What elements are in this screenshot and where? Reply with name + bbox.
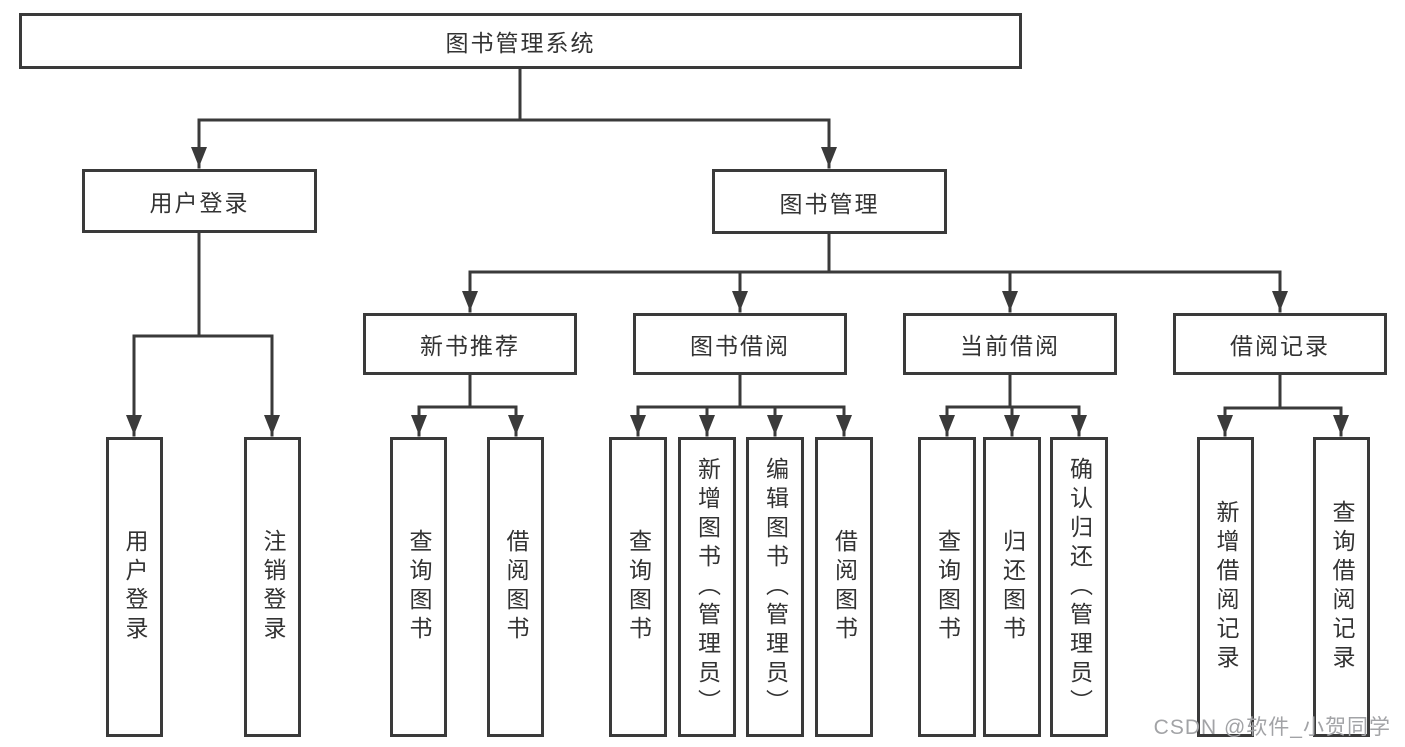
node-label: 借阅图书 (503, 529, 529, 645)
node-label: 图书借阅 (690, 333, 790, 359)
leaf-return-books: 归还图书 (983, 437, 1041, 737)
csdn-watermark: CSDN @软件_小贺同学 (1153, 716, 1391, 739)
connector-book-borrowing-children (630, 373, 852, 437)
node-label: 图书管理系统 (445, 30, 596, 56)
leaf-edit-books-admin: 编辑图书（管理员） (746, 437, 804, 737)
leaf-add-books-admin: 新增图书（管理员） (678, 437, 736, 737)
leaf-user-login: 用户登录 (106, 437, 163, 737)
node-label: 用户登录 (149, 190, 250, 216)
node-label: 用户登录 (122, 529, 148, 645)
node-label: 新增借阅记录 (1213, 500, 1239, 674)
node-label: 确认归还（管理员） (1066, 456, 1093, 718)
node-label: 当前借阅 (960, 333, 1060, 359)
connector-root-to-level2 (191, 67, 837, 169)
node-current-borrowing: 当前借阅 (903, 313, 1117, 375)
connector-borrowing-records-children (1217, 373, 1349, 437)
connector-user-login-children (126, 231, 280, 437)
node-label: 借阅图书 (831, 529, 858, 645)
leaf-borrow-books: 借阅图书 (487, 437, 544, 737)
node-label: 查询借阅记录 (1329, 500, 1355, 674)
node-book-borrowing: 图书借阅 (633, 313, 847, 375)
node-library-management-system: 图书管理系统 (19, 13, 1022, 69)
leaf-query-books-2: 查询图书 (609, 437, 667, 737)
leaf-query-books-3: 查询图书 (918, 437, 976, 737)
connector-current-borrowing-children (939, 373, 1087, 437)
node-borrowing-records: 借阅记录 (1173, 313, 1387, 375)
leaf-add-borrowing-record: 新增借阅记录 (1197, 437, 1254, 737)
leaf-logout: 注销登录 (244, 437, 301, 737)
node-label: 查询图书 (625, 529, 652, 645)
node-new-book-recommendation: 新书推荐 (363, 313, 577, 375)
connector-new-books-children (411, 373, 524, 437)
node-label: 新增图书（管理员） (694, 456, 721, 718)
node-label: 借阅记录 (1230, 333, 1330, 359)
node-label: 图书管理 (779, 190, 880, 217)
node-label: 新书推荐 (420, 333, 520, 359)
node-label: 查询图书 (934, 529, 961, 645)
leaf-borrow-books-2: 借阅图书 (815, 437, 873, 737)
node-label: 注销登录 (260, 529, 286, 645)
node-book-management: 图书管理 (712, 169, 947, 234)
leaf-query-borrowing-record: 查询借阅记录 (1313, 437, 1370, 737)
leaf-confirm-return-admin: 确认归还（管理员） (1050, 437, 1108, 737)
leaf-query-books: 查询图书 (390, 437, 447, 737)
node-user-login: 用户登录 (82, 169, 317, 233)
node-label: 归还图书 (999, 529, 1026, 645)
node-label: 查询图书 (406, 529, 432, 645)
node-label: 编辑图书（管理员） (762, 456, 789, 718)
connector-book-management-to-level3 (462, 232, 1288, 313)
